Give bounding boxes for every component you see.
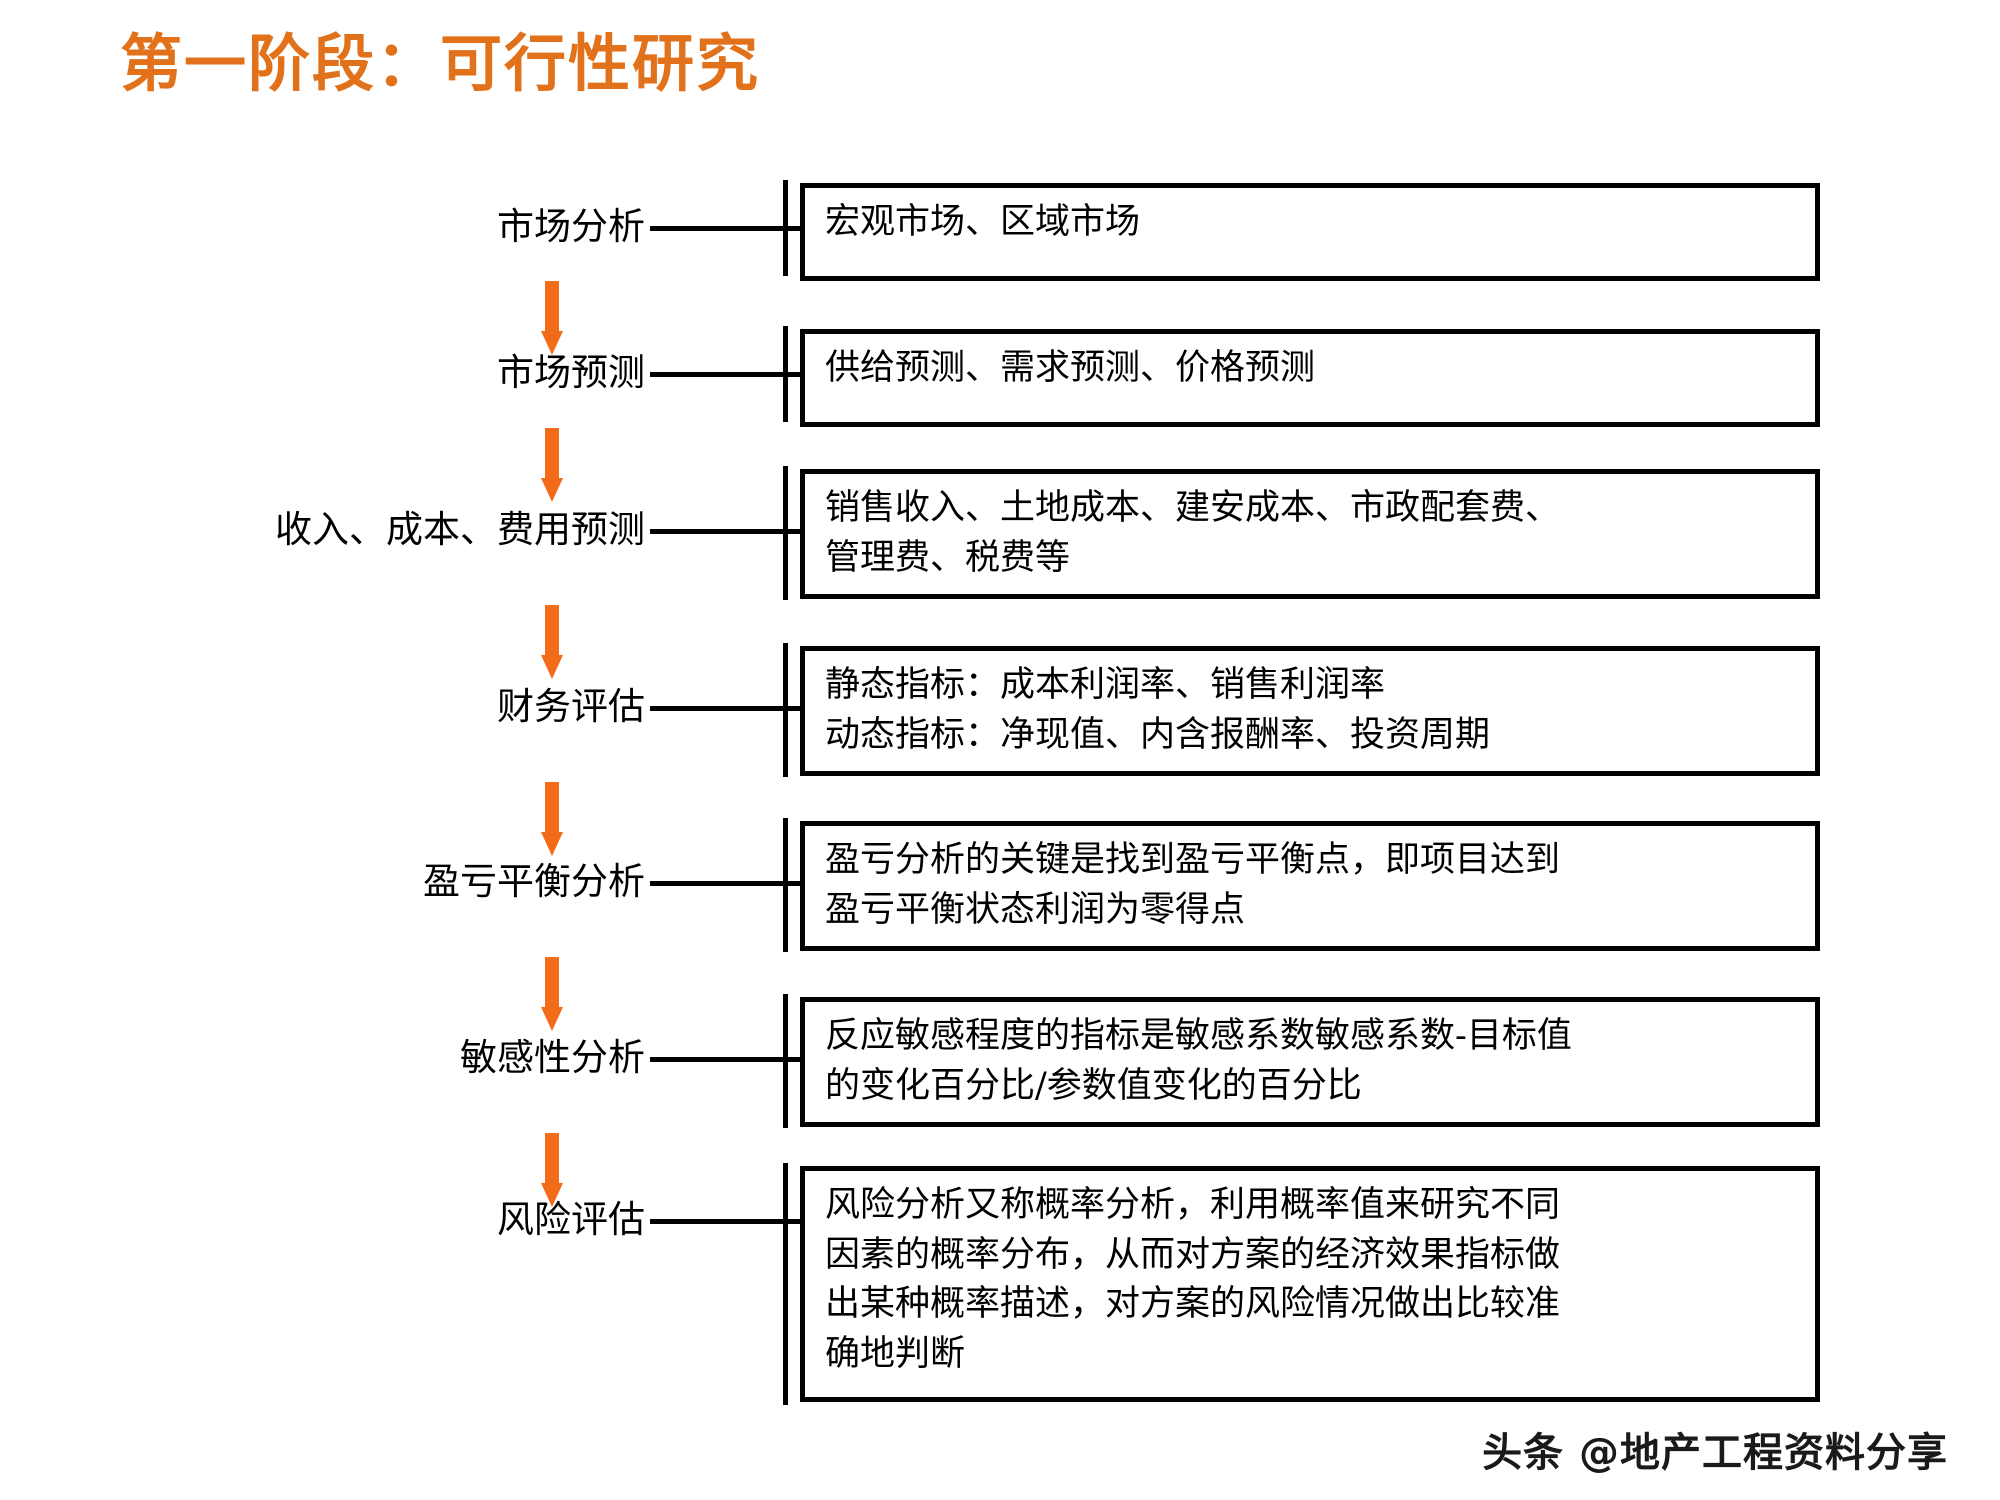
content-line: 反应敏感程度的指标是敏感系数敏感系数-目标值 [825, 1016, 1572, 1056]
stage-label-break-even-analysis: 盈亏平衡分析 [423, 860, 645, 903]
stage-connector-tick [783, 466, 788, 600]
content-box-risk-assessment: 风险分析又称概率分析，利用概率值来研究不同 因素的概率分布，从而对方案的经济效果… [800, 1166, 1820, 1402]
content-box-sensitivity-analysis: 反应敏感程度的指标是敏感系数敏感系数-目标值 的变化百分比/参数值变化的百分比 [800, 997, 1820, 1127]
flow-arrow-down-icon [541, 281, 563, 355]
flow-arrow-down-icon [541, 782, 563, 856]
page-title: 第一阶段：可行性研究 [120, 27, 761, 100]
stage-label-sensitivity-analysis: 敏感性分析 [460, 1036, 645, 1079]
flow-arrow-down-icon [541, 1133, 563, 1207]
content-box-financial-evaluation: 静态指标：成本利润率、销售利润率 动态指标：净现值、内含报酬率、投资周期 [800, 646, 1820, 776]
watermark-handle: @地产工程资料分享 [1579, 1430, 1948, 1476]
stage-connector-tick [783, 180, 788, 276]
stage-connector-line [650, 706, 800, 711]
content-line: 风险分析又称概率分析，利用概率值来研究不同 [825, 1185, 1561, 1225]
content-line: 静态指标：成本利润率、销售利润率 [825, 665, 1386, 705]
stage-connector-line [650, 226, 800, 231]
content-line: 供给预测、需求预测、价格预测 [825, 348, 1316, 388]
stage-connector-line [650, 1057, 800, 1062]
content-line: 动态指标：净现值、内含报酬率、投资周期 [825, 714, 1491, 755]
stage-label-financial-evaluation: 财务评估 [497, 685, 645, 728]
stage-label-risk-assessment: 风险评估 [497, 1198, 645, 1241]
flow-arrow-down-icon [541, 605, 563, 679]
content-line: 出某种概率描述，对方案的风险情况做出比较准 [825, 1284, 1561, 1325]
stage-connector-tick [783, 994, 788, 1128]
flow-arrow-down-icon [541, 428, 563, 502]
stage-connector-line [650, 372, 800, 377]
flow-arrow-down-icon [541, 957, 563, 1031]
stage-connector-tick [783, 818, 788, 952]
content-line: 销售收入、土地成本、建安成本、市政配套费、 [825, 488, 1561, 528]
content-line: 确地判断 [825, 1334, 966, 1375]
content-line: 盈亏平衡状态利润为零得点 [825, 889, 1246, 930]
stage-connector-tick [783, 1163, 788, 1405]
watermark: 头条 @地产工程资料分享 [1482, 1420, 1948, 1478]
content-box-market-forecast: 供给预测、需求预测、价格预测 [800, 329, 1820, 427]
stage-connector-tick [783, 326, 788, 422]
stage-label-revenue-cost-expense-forecast: 收入、成本、费用预测 [275, 508, 645, 551]
content-line: 的变化百分比/参数值变化的百分比 [825, 1065, 1362, 1106]
content-line: 管理费、税费等 [825, 537, 1071, 578]
content-box-break-even-analysis: 盈亏分析的关键是找到盈亏平衡点，即项目达到 盈亏平衡状态利润为零得点 [800, 821, 1820, 951]
stage-label-market-analysis: 市场分析 [497, 205, 645, 248]
watermark-logo: 头条 [1482, 1430, 1565, 1476]
stage-connector-line [650, 881, 800, 886]
stage-connector-tick [783, 643, 788, 777]
stage-label-market-forecast: 市场预测 [497, 351, 645, 394]
content-line: 因素的概率分布，从而对方案的经济效果指标做 [825, 1234, 1561, 1275]
content-box-market-analysis: 宏观市场、区域市场 [800, 183, 1820, 281]
stage-connector-line [650, 529, 800, 534]
stage-connector-line [650, 1219, 800, 1224]
content-line: 盈亏分析的关键是找到盈亏平衡点，即项目达到 [825, 840, 1561, 880]
content-box-revenue-cost-expense-forecast: 销售收入、土地成本、建安成本、市政配套费、 管理费、税费等 [800, 469, 1820, 599]
content-line: 宏观市场、区域市场 [825, 202, 1141, 242]
